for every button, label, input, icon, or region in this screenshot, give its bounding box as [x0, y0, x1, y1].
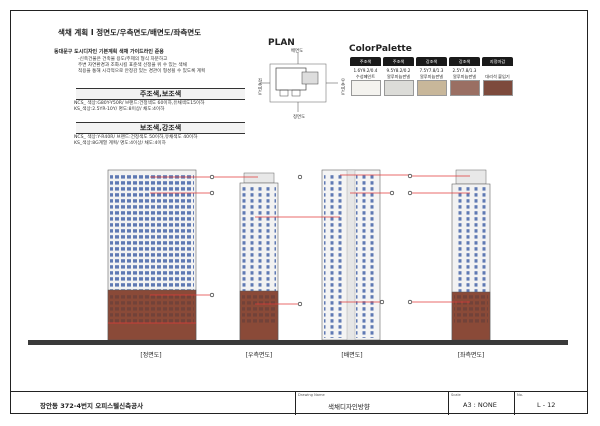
color-swatch [350, 80, 381, 96]
project-name: 장안동 372-4번지 오피스텔신축공사 [40, 402, 144, 410]
sheet-title: 색채 계획 Ⅰ 정면도/우측면도/배면도/좌측면도 [58, 28, 202, 37]
drawing-number-caption: No. [517, 393, 523, 397]
color-chip: 지정마감 대리석 붙임기 [482, 57, 513, 96]
right-elevation-label: [우측면도] [245, 352, 273, 359]
front-elevation [107, 169, 197, 341]
chip-category: 주조색 [383, 57, 414, 66]
chip-code: 7.5Y7.8/1.3 [419, 68, 444, 73]
scale-value: A3 : NONE [463, 401, 497, 409]
left-elevation [451, 169, 491, 341]
spec-line: NCS_ 색상:Y-R40R/ 브랜드:건정색도 50이하,유채색도 40이하 [74, 135, 198, 140]
spec-line: NCS_ 색상:G80Y-Y50R/ 브랜드:건정색도 60이하,유채색도15이… [74, 101, 205, 106]
drawing-number: L - 12 [537, 401, 556, 409]
chip-material: 알루미늄판넬 [386, 73, 411, 79]
description-line: 적용을 통해 시각적으로 안정감 있는 경관이 형성될 수 있도록 계획 [78, 69, 206, 75]
chip-code: 1.6Y9.2/0.4 [353, 68, 378, 73]
color-chip: 주조색 1.6Y9.2/0.4 수성페인트 [350, 57, 381, 96]
ground-line [28, 340, 568, 345]
guideline-subtitle: 동대문구 도시디자인 기본계획 색채 가이드라인 준용 [54, 49, 164, 55]
color-chip: 주조색 9.5Y8.2/0.2 알루미늄판넬 [383, 57, 414, 96]
chip-code: 9.5Y8.2/0.2 [386, 68, 411, 73]
design-description: -신축건물은 건축물 용도/주제의 형식 차분하고 주변 자연환경과 조화시킬 … [78, 57, 205, 76]
rear-elevation [321, 169, 381, 341]
color-palette: 주조색 1.6Y9.2/0.4 수성페인트 주조색 9.5Y8.2/0.2 알루… [350, 57, 513, 96]
color-swatch [383, 80, 414, 96]
chip-category: 강조색 [449, 57, 480, 66]
drawing-sheet [10, 10, 588, 414]
site-plan-diagram [260, 52, 338, 112]
color-leader-lines [150, 174, 470, 305]
divider [295, 392, 296, 415]
color-swatch [449, 80, 480, 96]
drawing-name: 색채디자인방향 [328, 403, 370, 411]
front-elevation-label: [정면도] [140, 352, 162, 359]
right-elevation [239, 172, 279, 341]
chip-material: 대리석 붙임기 [485, 73, 510, 79]
chip-code: 2.5Y7.8/1.3 [452, 68, 477, 73]
main-color-spec: NCS_ 색상:G80Y-Y50R/ 브랜드:건정색도 60이하,유채색도15이… [74, 101, 205, 113]
chip-category: 지정마감 [482, 57, 513, 66]
description-line: 주변 자연환경과 조화시킬 표준색 선정을 위 수 있는 색채 [78, 63, 187, 69]
plan-label-left: 좌측면도 [257, 78, 262, 96]
left-elevation-label: [좌측면도] [457, 352, 485, 359]
spec-line: KS_색상:8G계열 계획/ 명도:4이상/ 채도:4이하 [74, 141, 166, 147]
chip-material: 알루미늄판넬 [452, 73, 477, 79]
divider [514, 392, 515, 415]
color-swatch [482, 80, 513, 96]
description-line: -신축건물은 건축물 용도/주제의 형식 차분하고 [78, 57, 168, 62]
chip-material: 알루미늄판넬 [419, 73, 444, 79]
color-chip: 강조색 2.5Y7.8/1.3 알루미늄판넬 [449, 57, 480, 96]
plan-title: PLAN [268, 38, 295, 48]
scale-caption: Scale [451, 393, 461, 397]
spec-line: KS_색상:2.5YR-10Y/ 명도:8이상/ 채도:4이하 [74, 107, 165, 113]
plan-label-right: 우측면도 [340, 78, 345, 96]
plan-label-front: 정면도 [293, 115, 306, 120]
accent-color-heading: 보조색,강조색 [76, 122, 245, 134]
title-block: 장안동 372-4번지 오피스텔신축공사 Drawing Name 색채디자인방… [10, 391, 588, 415]
main-color-heading: 주조색,보조색 [76, 88, 245, 100]
accent-color-spec: NCS_ 색상:Y-R40R/ 브랜드:건정색도 50이하,유채색도 40이하 … [74, 135, 198, 147]
rear-elevation-label: [배면도] [341, 352, 363, 359]
color-swatch [416, 80, 447, 96]
leader-markers [209, 173, 413, 307]
divider [448, 392, 449, 415]
chip-category: 강조색 [416, 57, 447, 66]
chip-category: 주조색 [350, 57, 381, 66]
chip-material: 수성페인트 [355, 73, 376, 79]
drawing-name-caption: Drawing Name [298, 393, 325, 397]
color-palette-title: ColorPalette [349, 44, 412, 54]
plan-label-rear: 배면도 [291, 49, 304, 54]
color-chip: 강조색 7.5Y7.8/1.3 알루미늄판넬 [416, 57, 447, 96]
